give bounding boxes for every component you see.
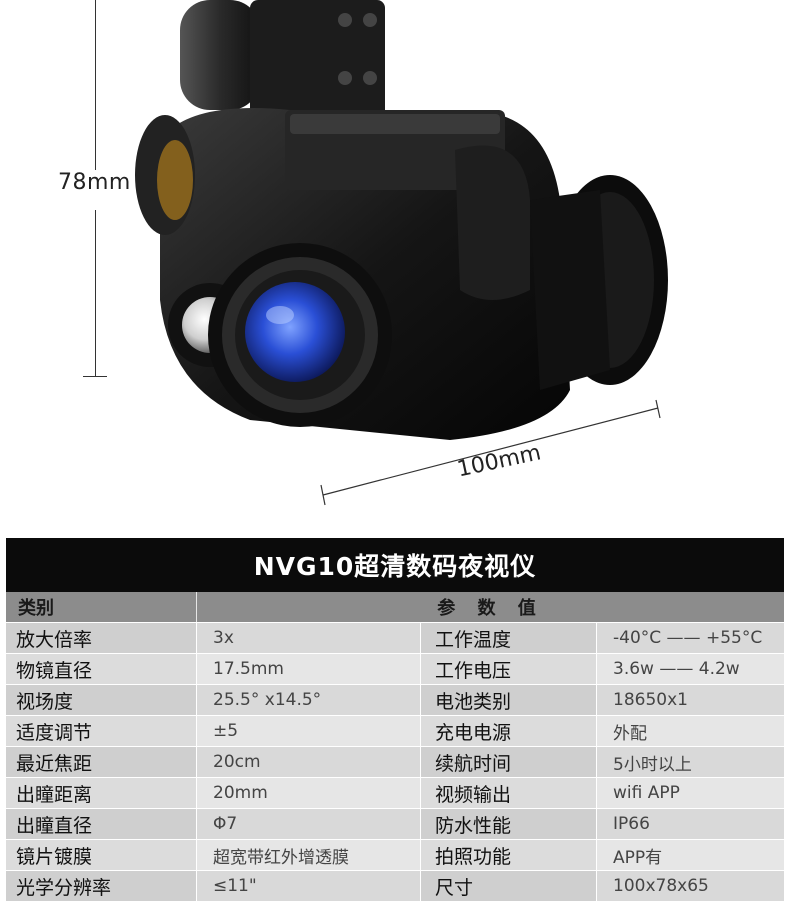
spec-key: 视频输出	[421, 778, 597, 808]
spec-key: 尺寸	[421, 871, 597, 901]
spec-key: 防水性能	[421, 809, 597, 839]
height-dimension-tick	[83, 376, 107, 377]
spec-key: 工作电压	[421, 654, 597, 684]
spec-key: 视场度	[6, 685, 197, 715]
spec-key: 最近焦距	[6, 747, 197, 777]
spec-value: ±5	[197, 716, 421, 746]
spec-key: 电池类别	[421, 685, 597, 715]
spec-key: 物镜直径	[6, 654, 197, 684]
spec-value: 17.5mm	[197, 654, 421, 684]
spec-value: -40°C —— +55°C	[597, 623, 784, 653]
spec-key: 工作温度	[421, 623, 597, 653]
product-photo-area: 78mm	[58, 0, 668, 506]
table-row: 出瞳直径 Φ7 防水性能 IP66	[6, 808, 784, 839]
table-row: 镜片镀膜 超宽带红外增透膜 拍照功能 APP有	[6, 839, 784, 870]
height-dimension-label: 78mm	[58, 170, 131, 195]
width-dimension-line	[320, 399, 661, 506]
spec-value: 25.5° x14.5°	[197, 685, 421, 715]
spec-table: NVG10超清数码夜视仪 类别 参 数 值 放大倍率 3x 工作温度 -40°C…	[6, 538, 784, 901]
table-row: 出瞳距离 20mm 视频输出 wifi APP	[6, 777, 784, 808]
spec-table-header: 类别 参 数 值	[6, 592, 784, 622]
spec-key: 续航时间	[421, 747, 597, 777]
height-dimension-line	[95, 0, 96, 170]
spec-key: 出瞳直径	[6, 809, 197, 839]
table-row: 光学分辨率 ≤11" 尺寸 100x78x65	[6, 870, 784, 901]
height-dimension-line-lower	[95, 210, 96, 376]
header-value: 参 数 值	[437, 598, 544, 619]
spec-value: 18650x1	[597, 685, 784, 715]
table-row: 物镜直径 17.5mm 工作电压 3.6w —— 4.2w	[6, 653, 784, 684]
table-row: 视场度 25.5° x14.5° 电池类别 18650x1	[6, 684, 784, 715]
spec-value: ≤11"	[197, 871, 421, 901]
spec-value: Φ7	[197, 809, 421, 839]
table-row: 最近焦距 20cm 续航时间 5小时以上	[6, 746, 784, 777]
spec-key: 充电电源	[421, 716, 597, 746]
spec-key: 镜片镀膜	[6, 840, 197, 870]
table-row: 放大倍率 3x 工作温度 -40°C —— +55°C	[6, 622, 784, 653]
spec-value: 100x78x65	[597, 871, 784, 901]
spec-value: 3.6w —— 4.2w	[597, 654, 784, 684]
spec-key: 出瞳距离	[6, 778, 197, 808]
spec-key: 适度调节	[6, 716, 197, 746]
spec-value: IP66	[597, 809, 784, 839]
spec-table-title: NVG10超清数码夜视仪	[6, 538, 784, 592]
spec-value: 20mm	[197, 778, 421, 808]
spec-value: wifi APP	[597, 778, 784, 808]
spec-value: 3x	[197, 623, 421, 653]
spec-value: 超宽带红外增透膜	[197, 840, 421, 870]
spec-key: 放大倍率	[6, 623, 197, 653]
table-row: 适度调节 ±5 充电电源 外配	[6, 715, 784, 746]
spec-rows: 放大倍率 3x 工作温度 -40°C —— +55°C 物镜直径 17.5mm …	[6, 622, 784, 901]
night-vision-device-image	[135, 0, 668, 440]
spec-value: 5小时以上	[597, 747, 784, 777]
header-category: 类别	[6, 592, 197, 622]
spec-key: 拍照功能	[421, 840, 597, 870]
spec-value: APP有	[597, 840, 784, 870]
spec-key: 光学分辨率	[6, 871, 197, 901]
spec-value: 20cm	[197, 747, 421, 777]
spec-value: 外配	[597, 716, 784, 746]
